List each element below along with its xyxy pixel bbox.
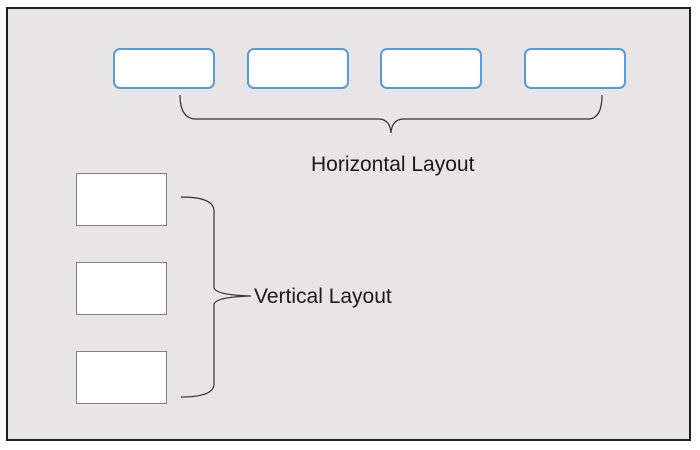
horizontal-box-3: [380, 48, 482, 89]
horizontal-layout-label: Horizontal Layout: [311, 153, 475, 176]
vertical-box-1: [76, 173, 167, 226]
vertical-brace: [180, 196, 252, 398]
brace-connectors: [179, 94, 603, 398]
vertical-box-2: [76, 262, 167, 315]
horizontal-brace: [179, 94, 603, 134]
horizontal-box-2: [247, 48, 349, 89]
horizontal-box-1: [113, 48, 215, 89]
diagram-frame: Horizontal Layout Vertical Layout: [6, 7, 691, 441]
vertical-box-3: [76, 351, 167, 404]
horizontal-box-4: [524, 48, 626, 89]
vertical-layout-label: Vertical Layout: [254, 285, 392, 308]
